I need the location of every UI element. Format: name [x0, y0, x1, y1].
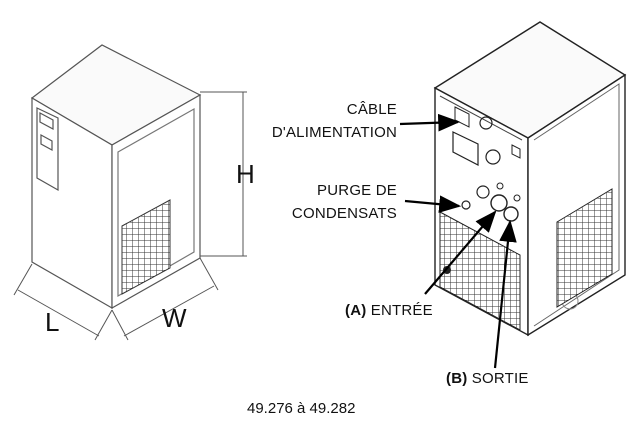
left-unit-grille [121, 199, 171, 295]
power-cable-label-line1: CÂBLE [346, 101, 397, 118]
width-label: W [162, 303, 187, 333]
height-label: H [236, 159, 255, 189]
height-dimension-line [200, 91, 247, 257]
inlet-label: (A) ENTRÉE [345, 303, 433, 318]
drain-label-line1: PURGE DE [317, 182, 397, 199]
inlet-letter: (A) [345, 302, 367, 319]
inlet-text: ENTRÉE [366, 302, 433, 319]
drain-label-line2: CONDENSATS [291, 205, 397, 222]
depth-dimension-line [13, 263, 113, 341]
left-unit [30, 44, 202, 310]
model-range-caption: 49.276 à 49.282 [247, 400, 356, 417]
width-dimension-line [111, 257, 219, 341]
power-cable-label-line2: D'ALIMENTATION [271, 124, 397, 141]
depth-label: L [45, 307, 60, 337]
callout-arrows [399, 113, 517, 369]
outlet-text: SORTIE [467, 370, 529, 387]
rear-grille [439, 211, 521, 331]
side-grille [556, 188, 613, 308]
outlet-letter: (B) [446, 370, 468, 387]
outlet-label: (B) SORTIE [446, 371, 529, 386]
